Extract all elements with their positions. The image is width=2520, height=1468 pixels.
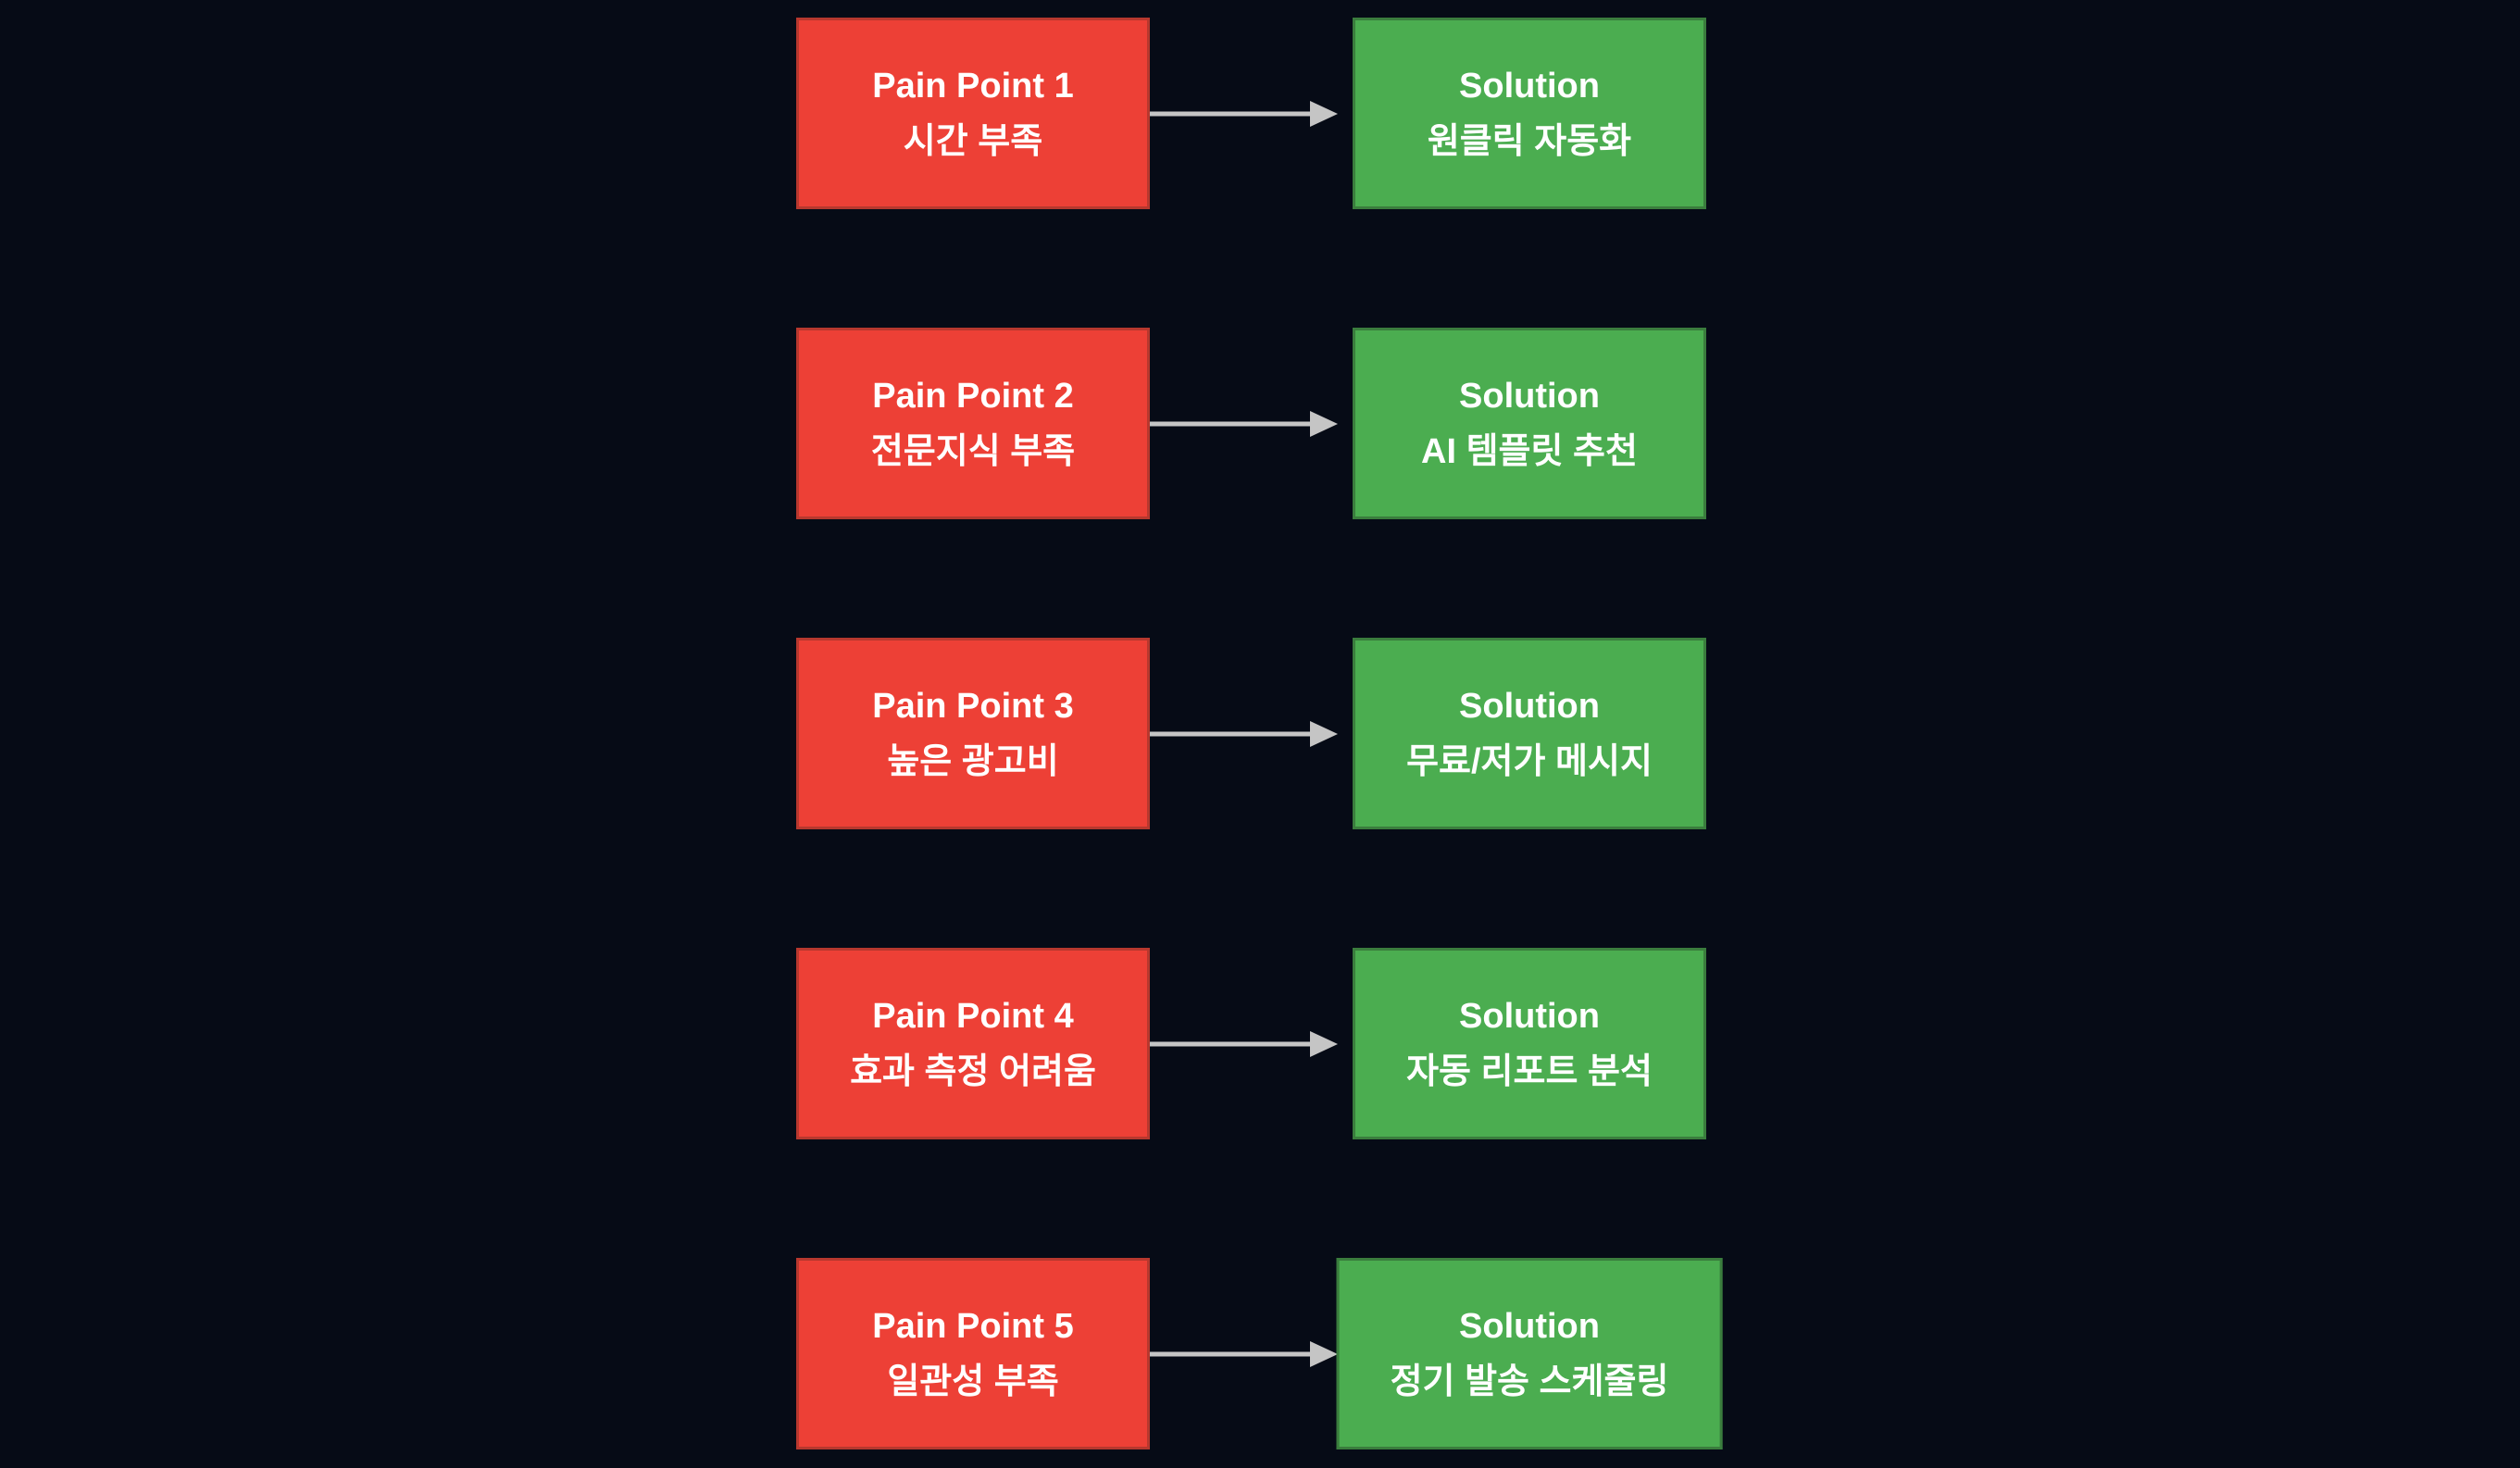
solution-box: Solution 정기 발송 스케줄링 (1336, 1258, 1723, 1449)
arrow-head-icon (1310, 1340, 1338, 1367)
arrow-line (1148, 1351, 1312, 1356)
arrow-connector (1148, 100, 1338, 127)
arrow-head-icon (1310, 1030, 1338, 1057)
arrow-head-icon (1310, 410, 1338, 437)
pain-point-box: Pain Point 3 높은 광고비 (796, 638, 1150, 829)
solution-title: Solution (1459, 376, 1600, 416)
pain-point-box: Pain Point 5 일관성 부족 (796, 1258, 1150, 1449)
arrow-connector (1148, 1340, 1338, 1367)
pain-point-title: Pain Point 2 (872, 376, 1074, 416)
solution-subtitle: 원클릭 자동화 (1427, 121, 1632, 161)
solution-box: Solution AI 템플릿 추천 (1353, 328, 1706, 519)
arrow-head-icon (1310, 720, 1338, 747)
solution-title: Solution (1459, 686, 1600, 726)
pain-point-title: Pain Point 5 (872, 1306, 1074, 1346)
pain-point-subtitle: 일관성 부족 (887, 1362, 1059, 1401)
solution-box: Solution 자동 리포트 분석 (1353, 948, 1706, 1139)
solution-subtitle: 자동 리포트 분석 (1406, 1051, 1653, 1091)
pain-solution-row: Pain Point 5 일관성 부족 Solution 정기 발송 스케줄링 (0, 1258, 2520, 1449)
pain-point-subtitle: 높은 광고비 (887, 741, 1059, 781)
pain-point-box: Pain Point 4 효과 측정 어려움 (796, 948, 1150, 1139)
arrow-head-icon (1310, 100, 1338, 127)
solution-box: Solution 무료/저가 메시지 (1353, 638, 1706, 829)
pain-point-subtitle: 시간 부족 (903, 121, 1043, 161)
pain-point-title: Pain Point 3 (872, 686, 1074, 726)
solution-title: Solution (1459, 1306, 1600, 1346)
arrow-line (1148, 1041, 1312, 1046)
solution-subtitle: 정기 발송 스케줄링 (1390, 1362, 1669, 1401)
pain-point-subtitle: 효과 측정 어려움 (850, 1051, 1096, 1091)
arrow-line (1148, 731, 1312, 736)
pain-solution-row: Pain Point 4 효과 측정 어려움 Solution 자동 리포트 분… (0, 948, 2520, 1139)
solution-subtitle: AI 템플릿 추천 (1421, 431, 1638, 471)
arrow-line (1148, 421, 1312, 426)
pain-solution-row: Pain Point 2 전문지식 부족 Solution AI 템플릿 추천 (0, 328, 2520, 519)
arrow-connector (1148, 1030, 1338, 1057)
pain-point-subtitle: 전문지식 부족 (870, 431, 1076, 471)
pain-point-box: Pain Point 2 전문지식 부족 (796, 328, 1150, 519)
pain-point-box: Pain Point 1 시간 부족 (796, 18, 1150, 209)
pain-solution-row: Pain Point 3 높은 광고비 Solution 무료/저가 메시지 (0, 638, 2520, 829)
solution-title: Solution (1459, 66, 1600, 106)
solution-subtitle: 무료/저가 메시지 (1406, 741, 1653, 781)
arrow-connector (1148, 410, 1338, 437)
arrow-connector (1148, 720, 1338, 747)
arrow-line (1148, 111, 1312, 116)
pain-point-title: Pain Point 1 (872, 66, 1074, 106)
pain-solution-row: Pain Point 1 시간 부족 Solution 원클릭 자동화 (0, 18, 2520, 209)
solution-box: Solution 원클릭 자동화 (1353, 18, 1706, 209)
solution-title: Solution (1459, 996, 1600, 1036)
pain-point-title: Pain Point 4 (872, 996, 1074, 1036)
